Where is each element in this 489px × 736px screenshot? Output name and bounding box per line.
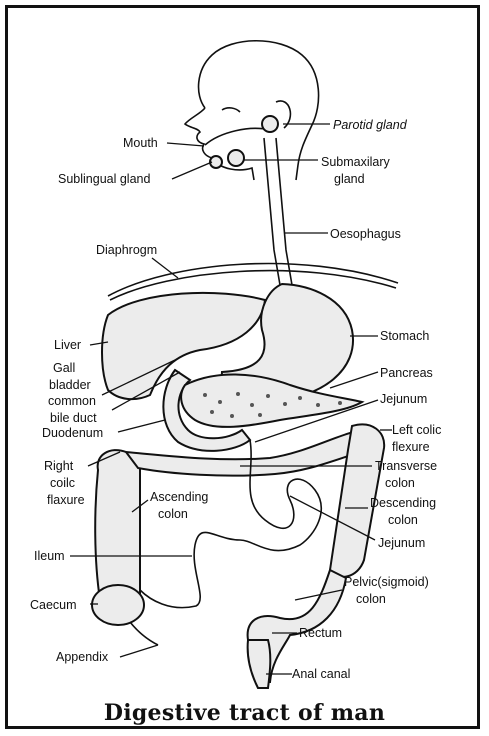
- label-gall-4: bile duct: [50, 411, 97, 425]
- label-rectum: Rectum: [299, 626, 342, 640]
- rectum-shape: [248, 640, 271, 688]
- label-caecum: Caecum: [30, 598, 77, 612]
- label-descending-2: colon: [388, 513, 418, 527]
- pancreas-shape: [181, 374, 362, 426]
- label-jejunum-upper: Jejunum: [380, 392, 427, 406]
- label-diaphragm: Diaphrogm: [96, 243, 157, 257]
- label-left-colic-1: Left colic: [392, 423, 441, 437]
- label-ascending-2: colon: [158, 507, 188, 521]
- parotid-gland-shape: [262, 116, 278, 132]
- submaxilary-gland-shape: [228, 150, 244, 166]
- label-right-colic-1: Right: [44, 459, 74, 473]
- diaphragm-arc: [108, 264, 398, 300]
- label-right-colic-3: flaxure: [47, 493, 85, 507]
- head-outline: [185, 41, 319, 180]
- label-transverse-2: colon: [385, 476, 415, 490]
- label-gall-1: Gall: [53, 361, 75, 375]
- label-sublingual-gland: Sublingual gland: [58, 172, 150, 186]
- label-pancreas: Pancreas: [380, 366, 433, 380]
- label-gall-2: bladder: [49, 378, 91, 392]
- label-anal-canal: Anal canal: [292, 667, 350, 681]
- label-liver: Liver: [54, 338, 81, 352]
- label-descending-1: Descending: [370, 496, 436, 510]
- appendix-shape: [130, 622, 158, 645]
- label-ascending-1: Ascending: [150, 490, 208, 504]
- label-oesophagus: Oesophagus: [330, 227, 401, 241]
- label-appendix: Appendix: [56, 650, 109, 664]
- transverse-colon-shape: [126, 428, 380, 476]
- label-stomach: Stomach: [380, 329, 429, 343]
- label-duodenum: Duodenum: [42, 426, 103, 440]
- label-jejunum-lower: Jejunum: [378, 536, 425, 550]
- label-right-colic-2: coilc: [50, 476, 75, 490]
- label-ileum: Ileum: [34, 549, 65, 563]
- label-left-colic-2: flexure: [392, 440, 430, 454]
- label-transverse-1: Transverse: [375, 459, 437, 473]
- label-mouth: Mouth: [123, 136, 158, 150]
- label-gall-3: common: [48, 394, 96, 408]
- label-pelvic-1: Pelvic(sigmoid): [344, 575, 429, 589]
- label-submaxilary-2: gland: [334, 172, 365, 186]
- label-submaxilary-1: Submaxilary: [321, 155, 391, 169]
- diagram-title: Digestive tract of man: [0, 700, 489, 726]
- label-parotid-gland: Parotid gland: [333, 118, 408, 132]
- caecum-shape: [92, 585, 144, 625]
- label-pelvic-2: colon: [356, 592, 386, 606]
